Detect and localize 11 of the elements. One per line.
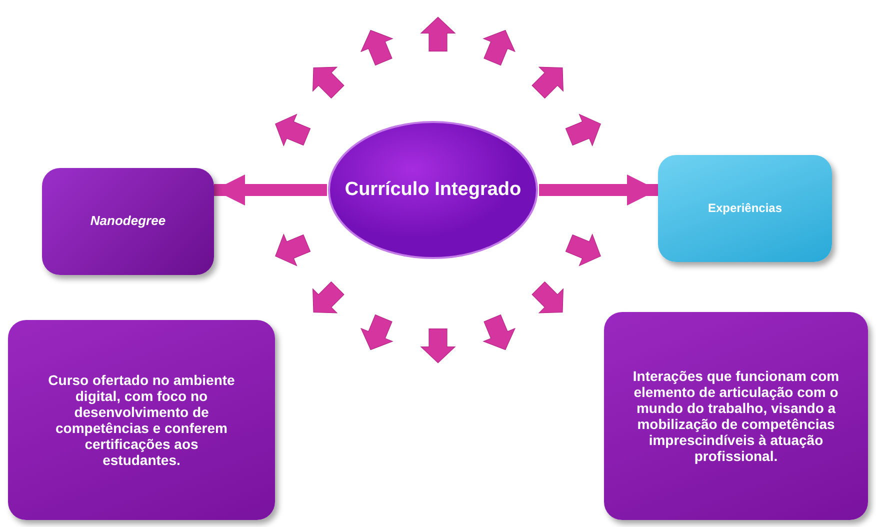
concept-box: [42, 168, 214, 275]
node-title: Experiências: [708, 202, 782, 216]
description-text: Curso ofertado no ambiente digital, com foco no desenvolvimento de competências e conferem certificações aos estudantes.: [48, 372, 235, 468]
description-box: [604, 312, 868, 520]
concept-box: [658, 155, 832, 262]
node-title: Currículo Integrado: [344, 179, 522, 201]
node-title: Nanodegree: [90, 214, 166, 229]
arrow: [539, 174, 658, 206]
description-text: Interações que funcionam com elemento de articulação com o mundo do trabalho, visando a mobilização de competências imprescindíveis à atuação profissional.: [632, 368, 840, 464]
arrow: [214, 174, 327, 206]
description-box: [8, 320, 275, 520]
